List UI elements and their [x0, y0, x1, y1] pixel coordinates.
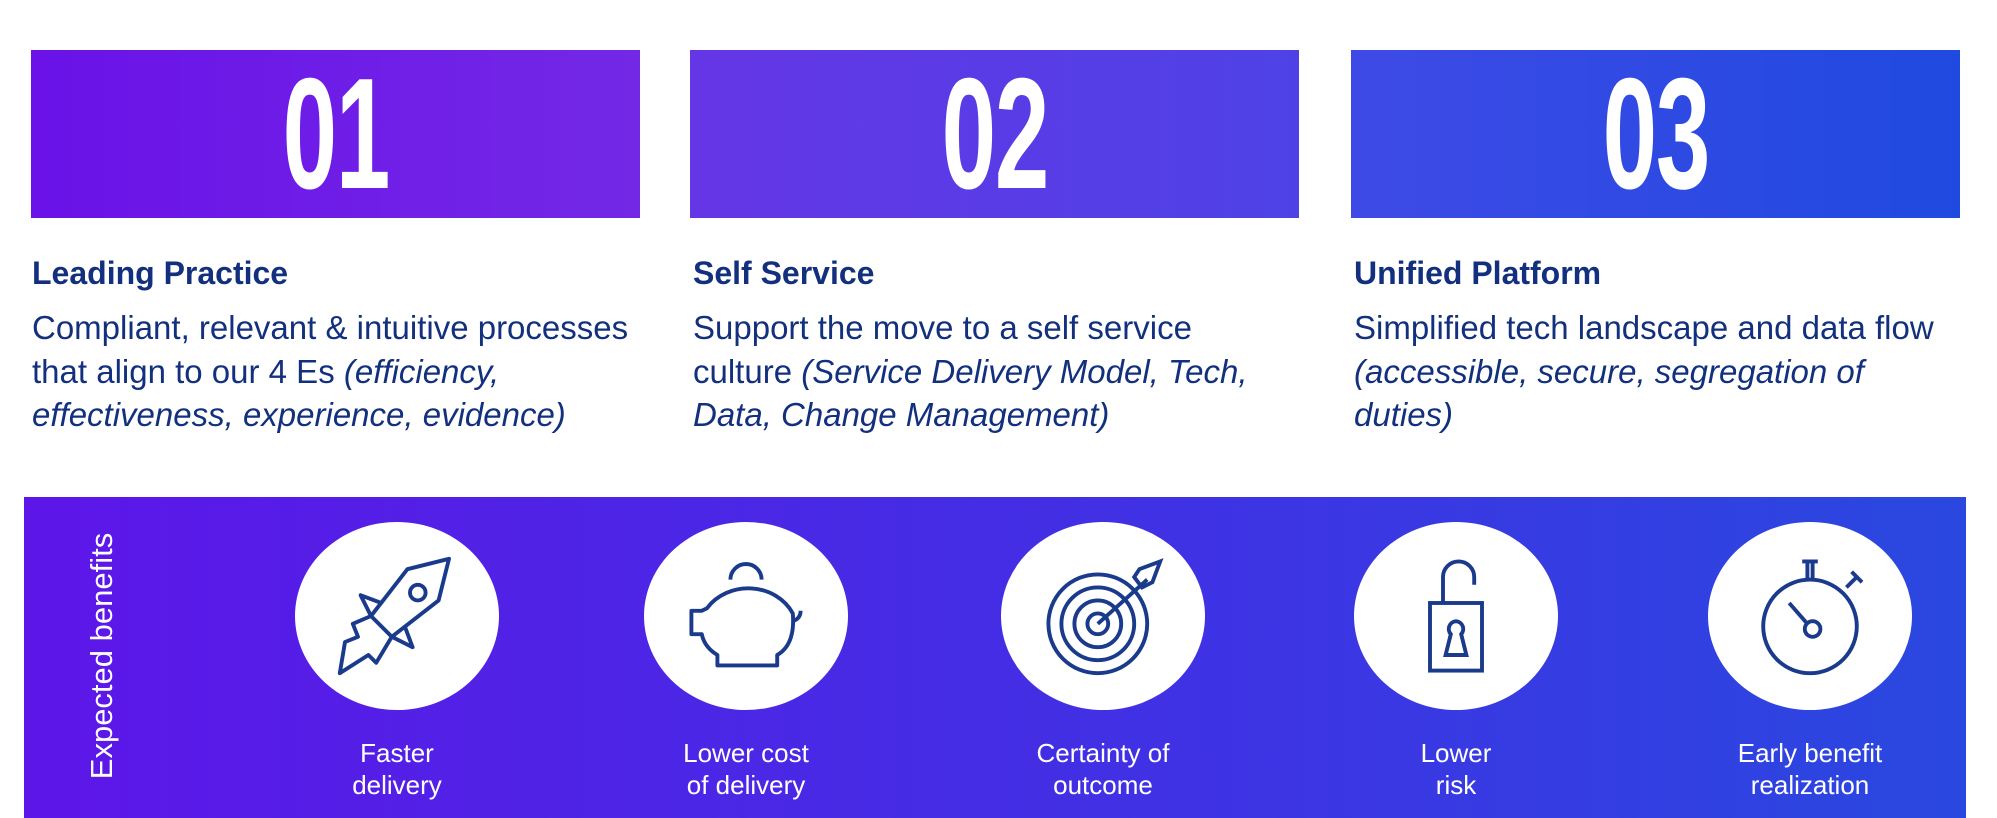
benefit-label-line: outcome	[1053, 770, 1153, 800]
rocket-icon	[337, 556, 451, 676]
pillar-unified-platform: Unified Platform Simplified tech landsca…	[1354, 252, 1954, 437]
desc-text: Support the move to a self service cultu…	[693, 309, 1192, 390]
icon-circle	[295, 522, 499, 710]
benefit-label-line: Certainty of	[1036, 738, 1170, 768]
pillar-description: Simplified tech landscape and data flow …	[1354, 306, 1934, 437]
benefit-label-line: of delivery	[686, 770, 806, 800]
desc-text: Simplified tech landscape and data flow	[1354, 309, 1934, 346]
target-icon	[1046, 558, 1164, 676]
icon-circle	[644, 522, 848, 710]
icon-circle	[1708, 522, 1912, 710]
benefit-label-line: Early benefit	[1737, 738, 1883, 768]
piggy-bank-icon	[689, 562, 803, 668]
benefit-label-line: Lower	[1420, 738, 1492, 768]
desc-text: Compliant, relevant & intuitive processe…	[32, 309, 629, 390]
benefit-label-line: realization	[1750, 770, 1870, 800]
pillar-description: Support the move to a self service cultu…	[693, 306, 1263, 437]
pillar-title: Leading Practice	[32, 255, 289, 291]
benefit-label-line: delivery	[352, 770, 442, 800]
pillar-leading-practice: Leading Practice Compliant, relevant & i…	[32, 252, 632, 437]
benefits-heading: Expected benefits	[84, 532, 119, 780]
pillar-number-box-1: 01	[31, 50, 640, 218]
pillar-number-box-3: 03	[1351, 50, 1960, 218]
pillar-number: 03	[1602, 46, 1710, 222]
desc-italic: (accessible, secure, segregation of duti…	[1354, 352, 1864, 434]
desc-italic: (Service Delivery Model, Tech, Data, Cha…	[693, 352, 1248, 434]
stopwatch-icon	[1761, 559, 1864, 676]
pillar-title: Unified Platform	[1354, 255, 1602, 291]
pillar-number-box-2: 02	[690, 50, 1299, 218]
pillar-description: Compliant, relevant & intuitive processe…	[32, 306, 632, 437]
desc-italic: (efficiency, effectiveness, experience, …	[32, 352, 566, 434]
pillar-title: Self Service	[693, 255, 875, 291]
icon-circle	[1354, 522, 1558, 710]
pillar-number: 01	[282, 46, 390, 222]
benefit-label-line: risk	[1435, 770, 1477, 800]
benefit-label-line: Lower cost	[683, 738, 809, 768]
pillar-self-service: Self Service Support the move to a self …	[693, 252, 1293, 437]
benefit-label-line: Faster	[360, 738, 434, 768]
icon-circle	[1001, 522, 1205, 710]
padlock-icon	[1428, 559, 1484, 673]
pillar-number: 02	[941, 46, 1049, 222]
